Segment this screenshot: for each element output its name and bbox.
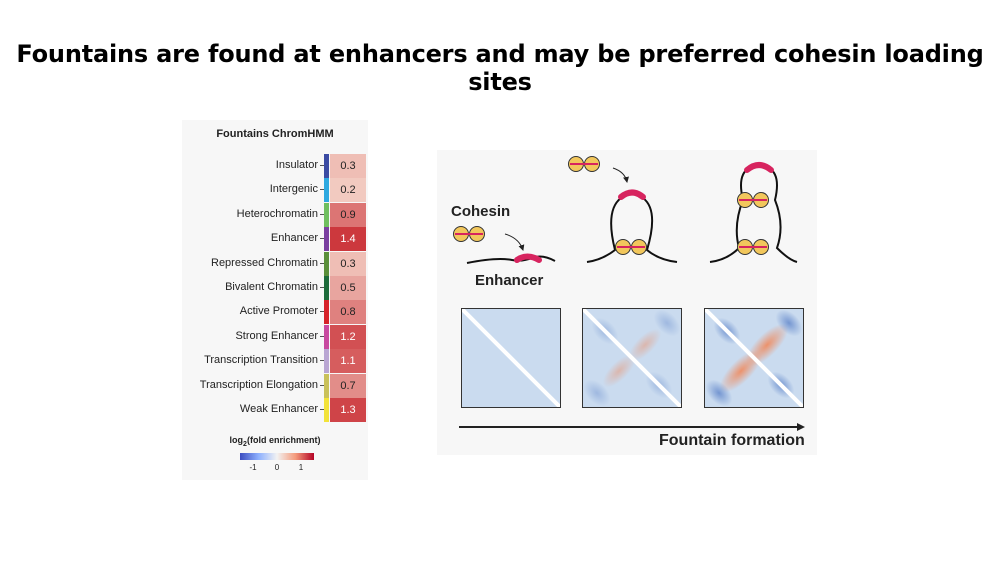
heatmap-row: Strong Enhancer 1.2 (182, 324, 368, 349)
heatmap-row: Enhancer 1.4 (182, 227, 368, 252)
color-scale-title: log2(fold enrichment) (182, 435, 368, 448)
heatmap-title: Fountains ChromHMM (216, 128, 334, 140)
row-tick (320, 360, 324, 362)
chromatin-state-label: Weak Enhancer (239, 403, 318, 415)
enrichment-value-cell: 0.3 (330, 251, 366, 276)
scale-title-rest: (fold enrichment) (246, 435, 321, 445)
scale-tick-neg1: -1 (249, 463, 257, 472)
chromatin-state-label: Heterochromatin (236, 207, 318, 220)
row-tick (320, 409, 324, 410)
enrichment-value-cell: 0.7 (330, 373, 366, 398)
state-color-swatch (324, 251, 329, 276)
row-tick (320, 165, 324, 166)
heatmap-row: Insulator 0.3 (182, 154, 368, 178)
enrichment-value-cell: 0.9 (330, 202, 366, 227)
scale-title-log: log (229, 435, 244, 445)
state-color-swatch (324, 154, 329, 178)
enhancer-mark (744, 162, 774, 173)
heatmap-row: Bivalent Chromatin 0.5 (182, 276, 368, 300)
state-color-swatch (324, 276, 329, 300)
cohesin-label: Cohesin (451, 203, 511, 220)
hic-map-stage-2 (582, 308, 682, 408)
slide-title: Fountains are found at enhancers and may… (16, 40, 984, 96)
loop-extrusion-diagram (453, 156, 798, 264)
chromatin-state-label: Active Promoter (239, 305, 318, 318)
row-tick (320, 335, 324, 337)
enrichment-value-cell: 1.4 (330, 227, 366, 252)
depletion-signal (705, 379, 733, 407)
main-diagonal (462, 309, 560, 407)
depletion-signal (653, 309, 681, 337)
hic-map-graphic (583, 309, 681, 407)
row-tick (320, 213, 324, 215)
heatmap-row: Repressed Chromatin 0.3 (182, 251, 368, 276)
scale-tick-0: 0 (274, 463, 280, 472)
cohesin-icon (615, 239, 647, 255)
chromatin-state-label: Insulator (275, 159, 318, 171)
hic-map-stage-1 (461, 308, 561, 408)
color-scale-bar (240, 453, 314, 460)
stage-1-cohesin-loading (453, 226, 556, 264)
state-color-swatch (324, 178, 329, 203)
state-color-swatch (324, 398, 329, 422)
enhancer-mark (618, 189, 646, 200)
hic-map-graphic (705, 309, 803, 407)
chromatin-state-label: Strong Enhancer (235, 329, 318, 342)
enrichment-value-cell: 0.3 (330, 154, 366, 178)
fountain-signal (719, 349, 763, 393)
heatmap-row: Heterochromatin 0.9 (182, 202, 368, 227)
main-diagonal (705, 309, 803, 407)
main-diagonal (583, 309, 681, 407)
state-color-swatch (324, 324, 329, 349)
scale-tick-1: 1 (298, 463, 304, 472)
enrichment-value-cell: 0.8 (330, 300, 366, 325)
hic-map-graphic (462, 309, 560, 407)
heatmap-row: Weak Enhancer 1.3 (182, 398, 368, 422)
heatmap-row: Intergenic 0.2 (182, 178, 368, 203)
enrichment-value-cell: 0.5 (330, 276, 366, 300)
enrichment-value-cell: 0.2 (330, 178, 366, 203)
cohesin-icon (737, 192, 769, 208)
fountain-signal (602, 354, 636, 388)
cohesin-icon (737, 239, 769, 255)
row-tick (320, 287, 324, 288)
depletion-signal (583, 379, 611, 407)
enrichment-value-cell: 1.2 (330, 324, 366, 349)
chromatin-state-label: Transcription Transition (204, 354, 318, 367)
state-color-swatch (324, 300, 329, 325)
scale-title-sub: 2 (243, 440, 247, 448)
enhancer-mark (514, 253, 542, 263)
heatmap-row: Transcription Transition 1.1 (182, 349, 368, 374)
chromatin-state-label: Intergenic (269, 183, 318, 196)
fountain-diagram-panel: Cohesin Enhancer Fountain formation (437, 150, 817, 455)
row-tick (320, 238, 324, 240)
stage-2-loop (568, 156, 678, 263)
fountain-signal (628, 328, 662, 362)
cohesin-icon (453, 226, 485, 242)
chromatin-state-label: Enhancer (270, 232, 318, 245)
row-tick (320, 384, 324, 386)
enhancer-label: Enhancer (475, 272, 544, 289)
chromatin-state-label: Repressed Chromatin (211, 256, 318, 269)
state-color-swatch (324, 227, 329, 252)
row-tick (320, 189, 324, 191)
cohesin-icon (568, 156, 600, 172)
row-tick (320, 262, 324, 264)
state-color-swatch (324, 349, 329, 374)
depletion-signal (775, 309, 803, 337)
enrichment-value-cell: 1.1 (330, 349, 366, 374)
heatmap-row: Active Promoter 0.8 (182, 300, 368, 325)
enrichment-value-cell: 1.3 (330, 398, 366, 422)
row-tick (320, 311, 324, 313)
state-color-swatch (324, 373, 329, 398)
formation-arrow (459, 423, 805, 431)
chromatin-state-label: Bivalent Chromatin (225, 281, 318, 293)
state-color-swatch (324, 202, 329, 227)
fountain-formation-label: Fountain formation (659, 432, 805, 449)
chromatin-state-label: Transcription Elongation (199, 378, 318, 391)
stage-3-fountain (709, 162, 798, 263)
hic-map-stage-3 (704, 308, 804, 408)
heatmap-row: Transcription Elongation 0.7 (182, 373, 368, 398)
